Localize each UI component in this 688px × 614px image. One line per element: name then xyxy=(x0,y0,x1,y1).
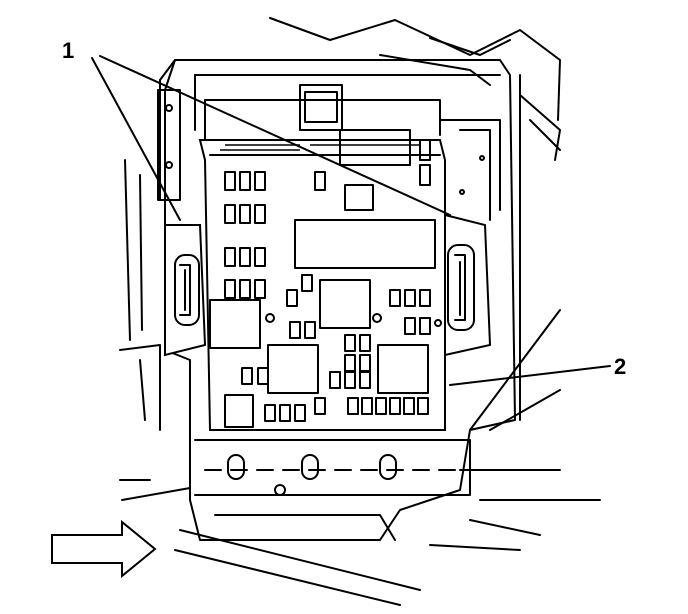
relay-1 xyxy=(209,299,261,349)
leader-lines xyxy=(91,55,611,386)
upper-connector xyxy=(204,84,441,141)
callout-2: 2 xyxy=(614,354,627,379)
relay-5 xyxy=(224,394,254,428)
vehicle-structure xyxy=(119,74,601,606)
relay-block-large xyxy=(294,219,436,269)
fuse-block xyxy=(198,129,446,431)
callout-1: 1 xyxy=(62,38,75,63)
fuse-row-center xyxy=(241,274,431,422)
wiring-harness xyxy=(269,17,561,161)
relay-2 xyxy=(319,279,371,329)
direction-arrow xyxy=(51,519,157,579)
lower-mount-plate xyxy=(194,439,471,541)
fuse-row-left xyxy=(224,171,266,299)
right-retainer-clip xyxy=(444,213,492,357)
left-retainer-clip xyxy=(164,224,207,357)
relay-4 xyxy=(377,344,429,394)
